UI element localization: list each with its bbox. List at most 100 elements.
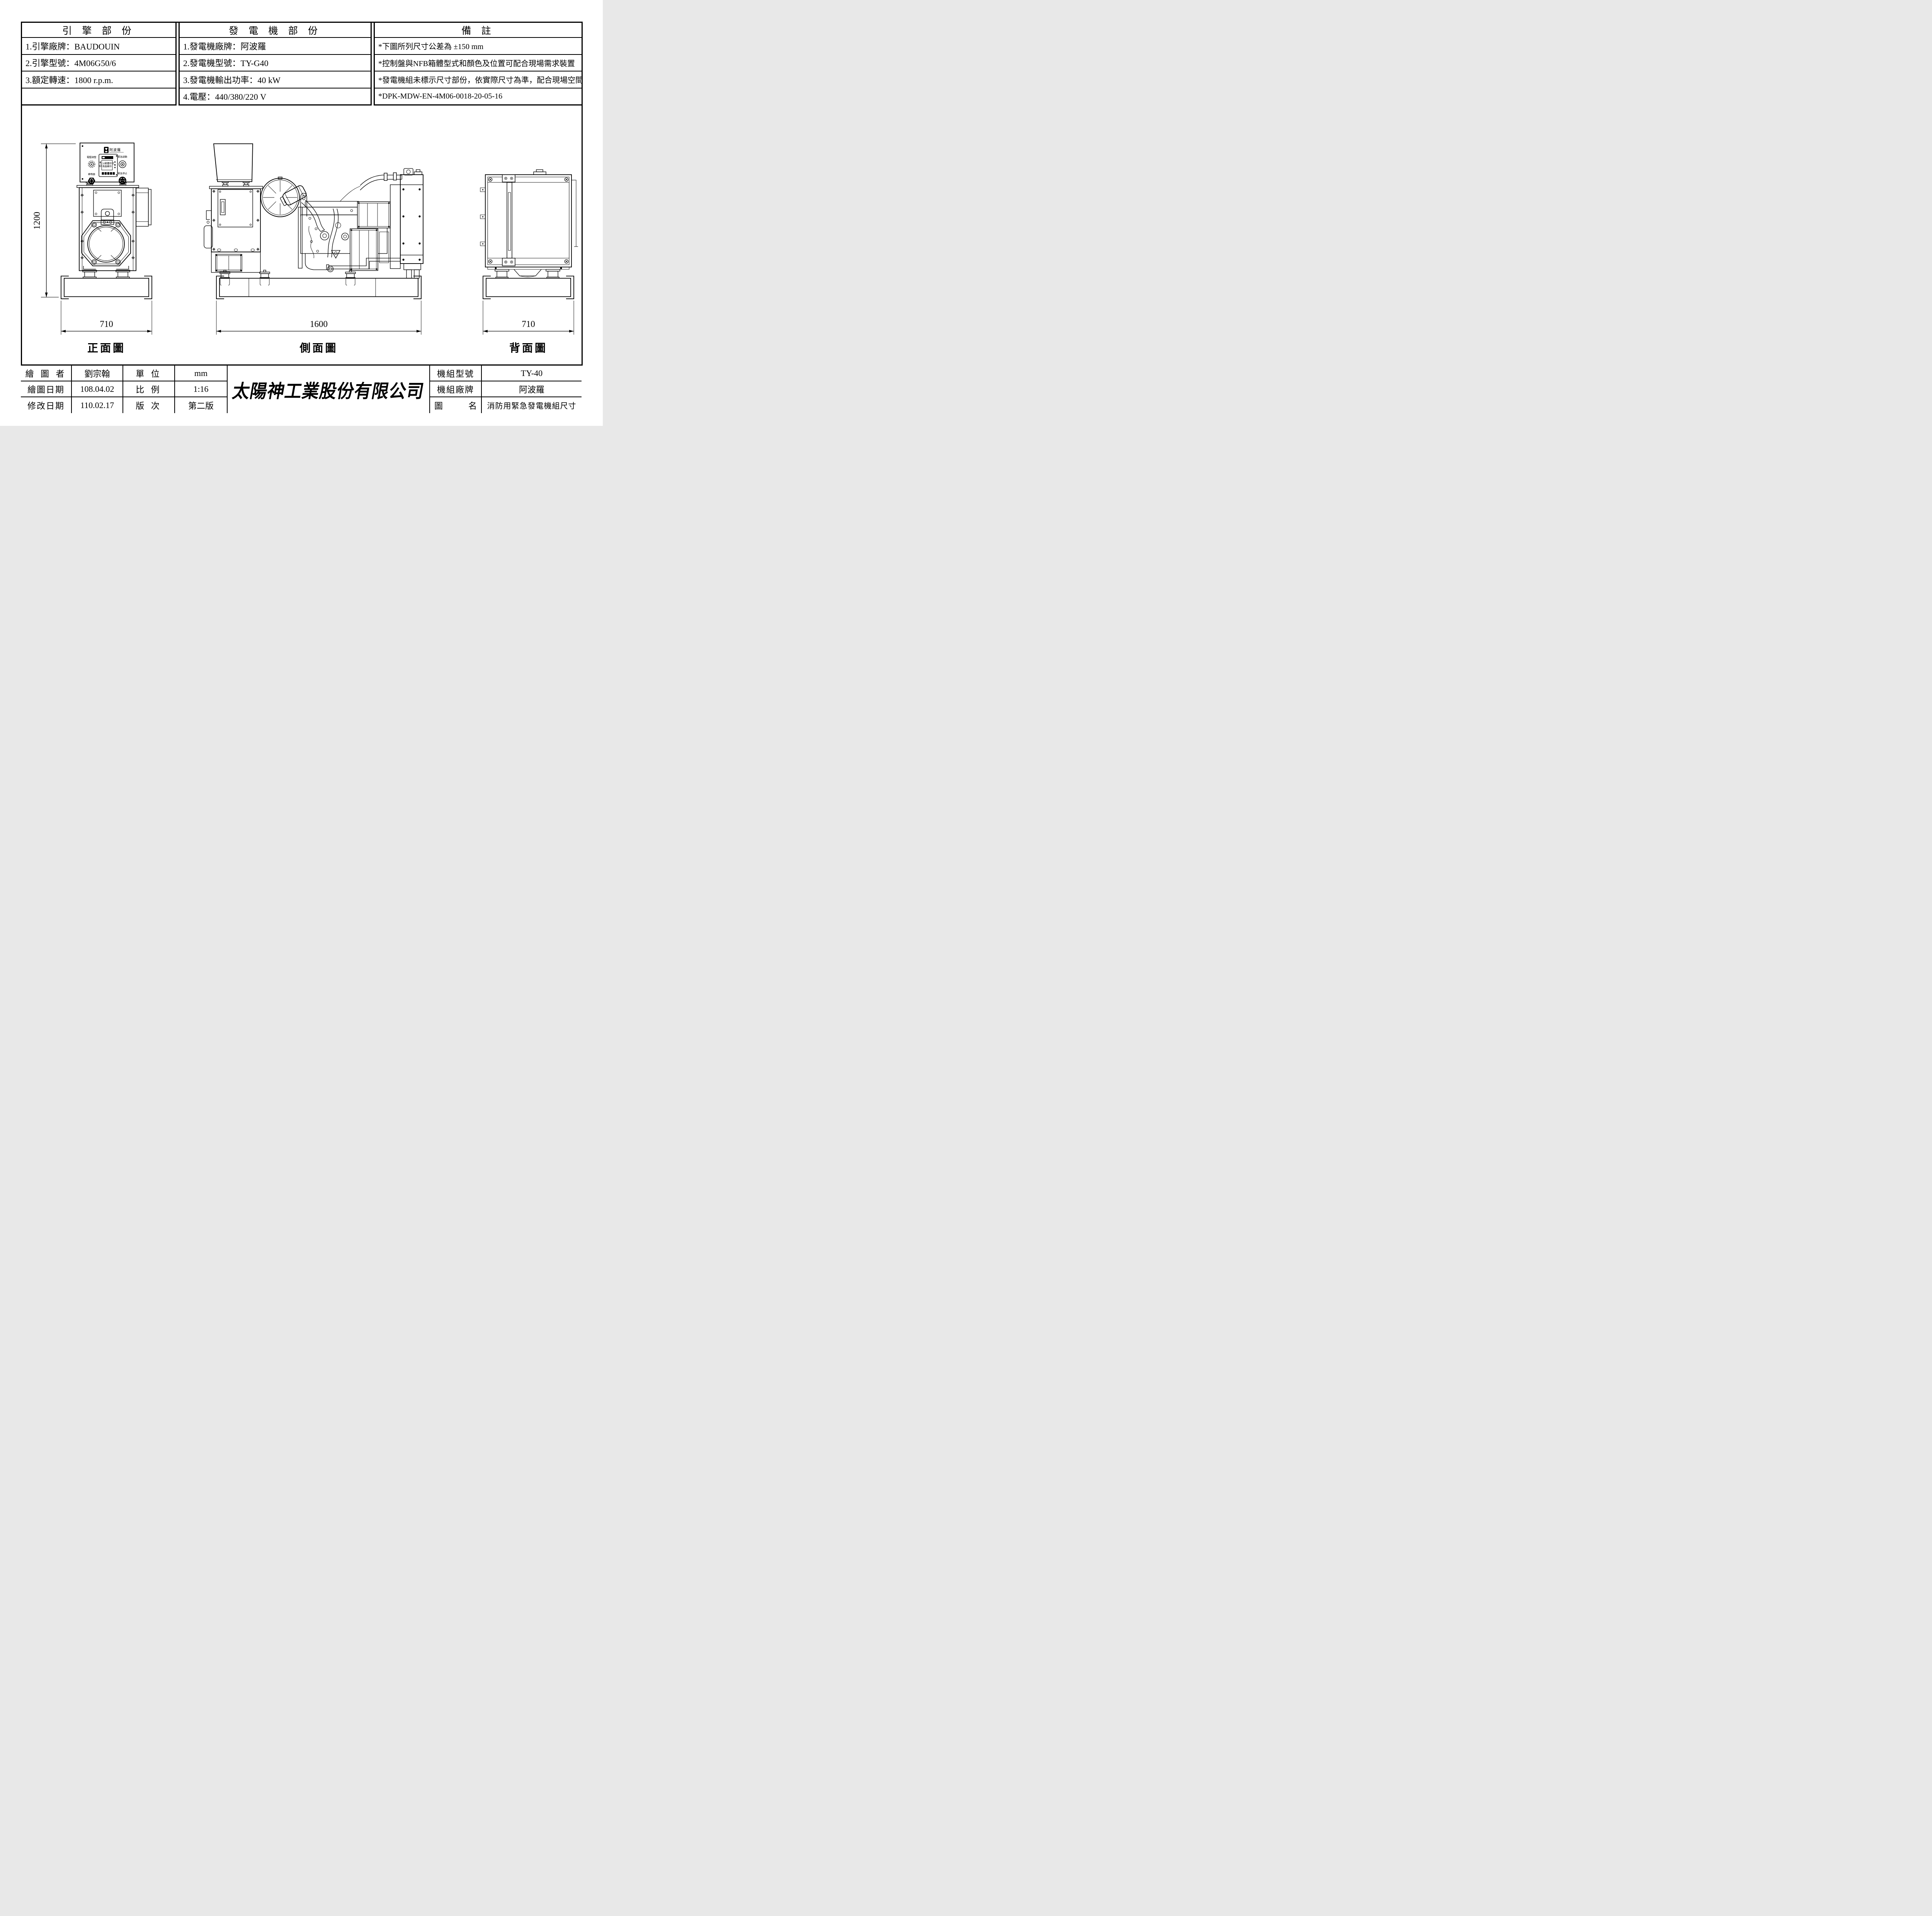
generator-spec-table: 發 電 機 部 份 1.發電機廠牌：阿波羅 2.發電機型號：TY-G40 3.發…	[179, 22, 372, 105]
lcd-text-line1: LCD繁體中文	[100, 162, 114, 165]
lifting-bracket	[100, 209, 114, 225]
radiator-filler-cap	[414, 169, 422, 175]
alarm-up-icon	[99, 161, 101, 163]
drawing-name-label-cell: 圖 名	[430, 397, 482, 413]
back-view-title: 背面圖	[509, 342, 548, 354]
side-view-title: 側面圖	[299, 342, 338, 354]
lcd-button-icon	[107, 172, 109, 175]
control-panel: 阿波羅 電壓調整 蜂鳴器	[80, 143, 134, 184]
voltage-knob: 電壓調整	[87, 156, 96, 168]
dimension-1600: 1600	[216, 301, 422, 335]
generator-brand-row: 1.發電機廠牌：阿波羅	[180, 38, 371, 55]
front-view-title: 正面圖	[87, 342, 126, 354]
outlet-duct	[136, 187, 151, 227]
engine-spec-table: 引 擎 部 份 1.引擎廠牌：BAUDOUIN 2.引擎型號：4M06G50/6…	[21, 22, 177, 105]
model-value-cell: TY-40	[482, 366, 582, 381]
buzzer: 蜂鳴器	[88, 173, 95, 184]
conduit-bracket	[204, 210, 213, 248]
lcd-button-icon	[112, 172, 115, 175]
remark-dims-row: *發電機組未標示尺寸部份，依實際尺寸為準，配合現場空間調整	[375, 71, 582, 88]
scale-value-cell: 1:16	[175, 381, 228, 397]
corner-bolt-icon	[564, 259, 569, 264]
hex-bolt-icon	[115, 222, 121, 228]
bearing-opening	[87, 225, 125, 263]
exhaust-downpipe	[327, 208, 335, 258]
stop-round-icon	[99, 165, 102, 167]
front-base-channel	[61, 276, 152, 299]
down-arrow-icon	[114, 167, 116, 168]
fan-spokes	[263, 180, 297, 214]
engine-brand-row: 1.引擎廠牌：BAUDOUIN	[22, 38, 175, 55]
air-intake-hood	[213, 143, 253, 182]
cooling-fan	[260, 177, 300, 217]
generator-model-row: 2.發電機型號：TY-G40	[180, 55, 371, 71]
alternator-housing-side	[204, 186, 263, 273]
engine-louver-panel-lower	[350, 228, 378, 271]
intake-elbow-pipe	[301, 200, 325, 232]
top-bracket-plate	[502, 174, 515, 182]
hood-isolator-feet	[222, 181, 250, 187]
front-mounting-feet	[82, 270, 130, 279]
lcd-controller: LCD繁體中文 液晶顯示	[99, 154, 118, 177]
back-base-channel	[483, 276, 574, 299]
panel-screw-icon	[82, 178, 83, 180]
unit-brand-label-cell: 機組廠牌	[430, 381, 482, 397]
scale-label-cell: 比 例	[123, 381, 175, 397]
unit-value-cell: mm	[175, 366, 228, 381]
front-width-dim-label: 710	[100, 319, 113, 329]
engine-table-header: 引 擎 部 份	[22, 23, 175, 38]
version-label-cell: 版 次	[123, 397, 175, 413]
side-base-channel	[216, 276, 422, 299]
corner-bolt-icon	[488, 177, 493, 182]
overflow-pipe	[571, 180, 578, 247]
hex-bolt-icon	[115, 259, 121, 265]
valve-cover	[305, 201, 360, 208]
hex-bolt-icon	[91, 222, 97, 228]
remark-code-row: *DPK-MDW-EN-4M06-0018-20-05-16	[378, 92, 503, 100]
radiator-top-bracket	[403, 168, 413, 175]
outlet-louver-vent	[215, 254, 242, 272]
height-dim-label: 1200	[32, 212, 42, 230]
remark-nfb-row: *控制盤與NFB箱體型式和顏色及位置可配合現場需求裝置	[375, 55, 582, 71]
remarks-table-header: 備 註	[375, 23, 582, 38]
generator-table-header: 發 電 機 部 份	[180, 23, 371, 38]
emergency-start-label: 緊急啟動	[118, 155, 128, 158]
version-value-cell: 第二版	[175, 397, 228, 413]
title-block: 繪 圖 者 劉宗翰 單 位 mm 繪圖日期 108.04.02 比 例 1:16…	[21, 364, 583, 413]
engine-model-row: 2.引擎型號：4M06G50/6	[22, 55, 175, 71]
dimension-710-back: 710	[483, 301, 574, 335]
dimension-1200: 1200	[32, 143, 76, 298]
bottom-bracket-plate	[502, 258, 515, 266]
panel-brand-text: 阿波羅	[109, 148, 121, 152]
side-view: 1600 側面圖	[204, 143, 423, 354]
drawer-label-cell: 繪 圖 者	[21, 366, 72, 381]
air-cleaner	[280, 185, 307, 206]
remark-tolerance-row: *下圖所列尺寸公差為 ±150 mm	[375, 38, 582, 55]
model-label-cell: 機組型號	[430, 366, 482, 381]
draw-date-label-cell: 繪圖日期	[21, 381, 72, 397]
up-arrow-icon	[114, 161, 116, 163]
radiator-mesh-guard	[487, 182, 570, 259]
drawer-value-cell: 劉宗翰	[72, 366, 123, 381]
back-view: 710 背面圖	[480, 169, 578, 354]
housing-screws	[212, 190, 260, 251]
logo-subtext-line	[109, 152, 124, 153]
drawing-name-value-cell: 消防用緊急發電機組尺寸	[487, 402, 577, 410]
emergency-stop-button: 緊急停止 STOP	[118, 172, 128, 184]
remarks-table: 備 註 *下圖所列尺寸公差為 ±150 mm *控制盤與NFB箱體型式和顏色及位…	[374, 22, 583, 105]
revise-date-label-cell: 修改日期	[21, 397, 72, 413]
door-handle	[220, 199, 226, 215]
company-name: 太陽神工業股份有限公司	[230, 381, 426, 402]
drawing-sheet: 引 擎 部 份 1.引擎廠牌：BAUDOUIN 2.引擎型號：4M06G50/6…	[0, 0, 603, 426]
back-width-dim-label: 710	[522, 319, 535, 329]
lower-radiator-pipe	[326, 258, 400, 270]
lcd-button-icon	[110, 172, 112, 175]
center-support-bar	[507, 182, 512, 259]
radiator-core	[390, 184, 401, 269]
radiator-side	[326, 168, 423, 279]
foot-bracket	[83, 266, 129, 270]
emergency-stop-label: 緊急停止	[118, 172, 128, 175]
company-name-cell: 太陽神工業股份有限公司	[228, 366, 430, 413]
draw-date-value-cell: 108.04.02	[72, 381, 123, 397]
engine-speed-row: 3.額定轉速：1800 r.p.m.	[22, 71, 175, 88]
